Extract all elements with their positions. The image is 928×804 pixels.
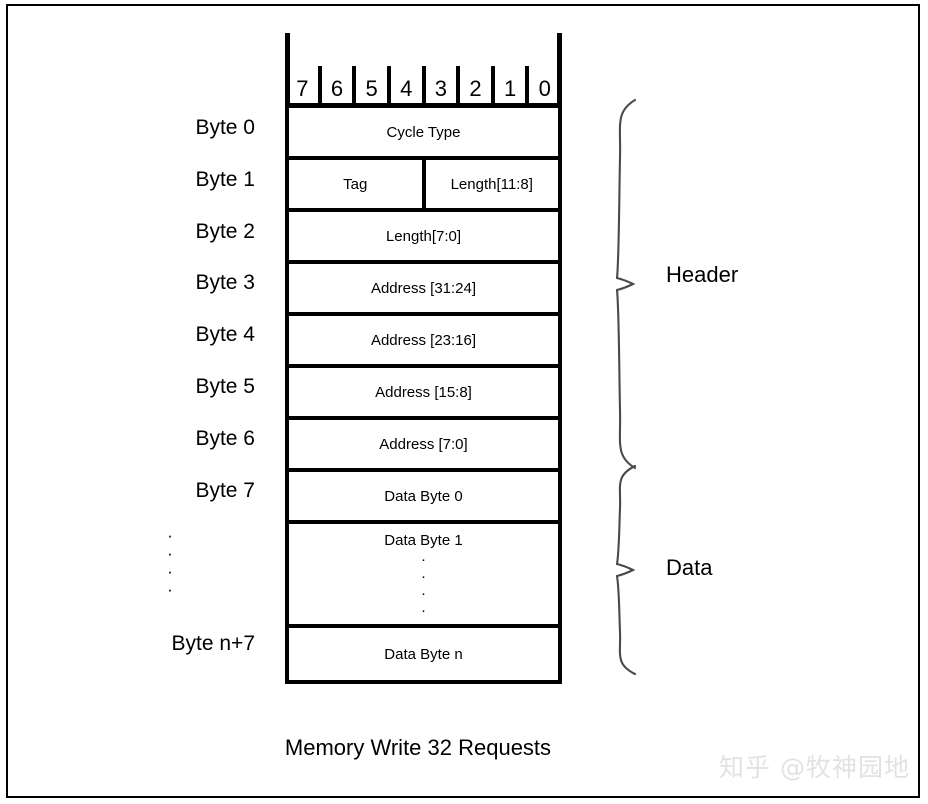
bit-number-label: 7	[296, 76, 309, 101]
section-label-header: Header	[666, 262, 739, 287]
field-label: Tag	[343, 175, 368, 193]
table-row-address-23-16: Address [23:16]	[289, 316, 558, 368]
bit-number-label: 6	[330, 76, 344, 101]
bit-number-4: 4	[386, 33, 424, 103]
byte-label-2: Byte 2	[195, 220, 255, 243]
ellipsis-dot: ·	[421, 568, 426, 585]
ellipsis-dot: ·	[167, 580, 173, 599]
table-row-tag-length: Tag Length[11:8]	[289, 160, 558, 212]
bit-number-label: 5	[365, 76, 378, 101]
field-label: Address [7:0]	[379, 435, 468, 453]
field-label: Length[7:0]	[385, 227, 462, 245]
byte-label-n-plus-7: Byte n+7	[171, 632, 255, 655]
data-rows-ellipsis: · · · ·	[289, 551, 558, 619]
byte-label-0: Byte 0	[195, 116, 255, 139]
bit-number-label: 1	[503, 76, 517, 101]
field-length-hi: Length[11:8]	[421, 160, 559, 208]
ruler-right-edge	[557, 33, 562, 103]
table-row-data-byte-n: Data Byte n	[289, 628, 558, 680]
bit-number-6: 6	[317, 33, 355, 103]
packet-format-table: Cycle Type Tag Length[11:8] Length[7:0] …	[285, 103, 562, 684]
byte-label-6: Byte 6	[195, 427, 255, 450]
ellipsis-dot: ·	[167, 526, 173, 545]
bit-number-2: 2	[456, 33, 493, 103]
byte-label-ellipsis: · · · ·	[85, 527, 255, 599]
bit-number-3: 3	[421, 33, 459, 103]
byte-label-7: Byte 7	[195, 479, 255, 502]
bit-number-label: 2	[469, 76, 482, 101]
bit-number-1: 1	[490, 33, 528, 103]
ellipsis-dot: ·	[421, 551, 426, 568]
bit-number-7: 7	[285, 33, 320, 103]
bit-number-5: 5	[352, 33, 389, 103]
bit-number-ruler: 7 6 5 4 3 2 1 0	[285, 33, 562, 103]
ellipsis-dot: ·	[421, 602, 426, 619]
byte-label-1: Byte 1	[195, 168, 255, 191]
table-row-address-15-8: Address [15:8]	[289, 368, 558, 420]
bit-number-0: 0	[525, 33, 562, 103]
data-brace-icon	[615, 464, 637, 676]
byte-label-3: Byte 3	[195, 271, 255, 294]
bit-number-label: 4	[400, 76, 413, 101]
table-row-data-byte-1: Data Byte 1 · · · ·	[289, 524, 558, 628]
diagram-caption: Memory Write 32 Requests	[284, 735, 552, 760]
byte-label-5: Byte 5	[195, 375, 255, 398]
field-label: Address [23:16]	[370, 331, 477, 349]
ellipsis-dot: ·	[167, 562, 173, 581]
table-row-cycle-type: Cycle Type	[289, 108, 558, 160]
field-label: Address [31:24]	[370, 279, 477, 297]
field-label: Data Byte 1	[384, 532, 463, 549]
watermark-text: 知乎 @牧神园地	[719, 753, 910, 782]
bit-number-label: 0	[538, 76, 551, 101]
field-label: Address [15:8]	[375, 383, 472, 401]
ruler-left-edge	[285, 33, 290, 103]
ellipsis-dot: ·	[167, 544, 173, 563]
table-row-address-31-24: Address [31:24]	[289, 264, 558, 316]
field-label: Data Byte 0	[384, 487, 463, 505]
field-label: Length[11:8]	[450, 175, 533, 193]
table-row-data-byte-0: Data Byte 0	[289, 472, 558, 524]
byte-label-4: Byte 4	[195, 323, 255, 346]
field-label: Cycle Type	[386, 123, 461, 141]
table-row-length-lo: Length[7:0]	[289, 212, 558, 264]
table-row-address-7-0: Address [7:0]	[289, 420, 558, 472]
ellipsis-dot: ·	[421, 585, 426, 602]
bit-number-label: 3	[434, 76, 447, 101]
header-brace-icon	[615, 98, 637, 470]
section-label-data: Data	[666, 555, 713, 580]
field-tag: Tag	[289, 160, 422, 208]
field-label: Data Byte n	[384, 645, 463, 663]
